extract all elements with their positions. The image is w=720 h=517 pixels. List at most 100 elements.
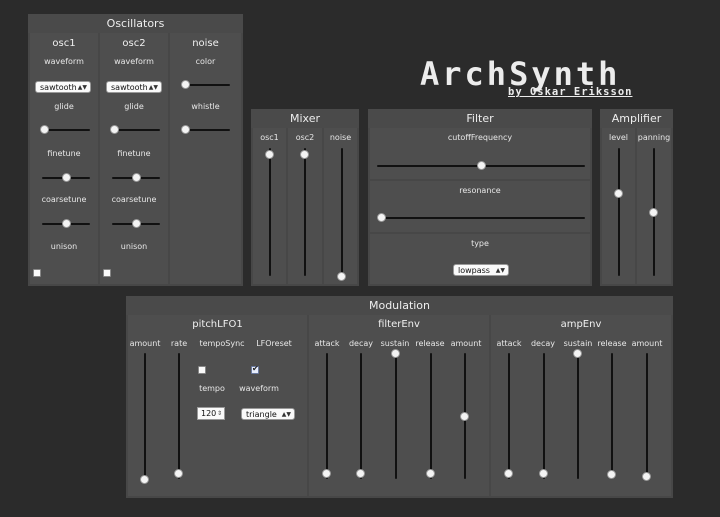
slider-thumb[interactable] xyxy=(174,468,183,478)
app-logo: ArchSynth xyxy=(420,55,621,93)
noise-color-label: color xyxy=(195,57,216,66)
mixer-osc1-slider[interactable] xyxy=(264,148,276,276)
lfo-waveform-label: waveform xyxy=(239,384,279,393)
fenv-decay-label: decay xyxy=(348,339,374,348)
aenv-attack-label: attack xyxy=(496,339,522,348)
slider-thumb[interactable] xyxy=(337,272,346,281)
filter-cutoff-section: cutoffFrequency xyxy=(370,128,590,179)
slider-thumb[interactable] xyxy=(649,208,658,217)
lfo-temposync-label: tempoSync xyxy=(199,339,245,348)
slider-thumb[interactable] xyxy=(265,150,274,160)
osc1-waveform-label: waveform xyxy=(44,57,84,66)
slider-thumb[interactable] xyxy=(477,161,486,170)
osc2-unison-checkbox[interactable] xyxy=(103,269,111,277)
noise-color-slider[interactable] xyxy=(181,79,230,91)
osc1-finetune-label: finetune xyxy=(47,149,81,158)
aenv-release-slider[interactable] xyxy=(606,353,618,479)
ampenv-title: ampEnv xyxy=(560,319,602,330)
osc2-column: osc2 waveform sawtooth▲▼ glide finetune … xyxy=(100,33,168,284)
fenv-sustain-slider[interactable] xyxy=(390,349,402,479)
lfo-amount-slider[interactable] xyxy=(139,353,151,484)
slider-thumb[interactable] xyxy=(460,412,469,421)
amp-level-slider[interactable] xyxy=(613,148,625,276)
slider-thumb[interactable] xyxy=(573,349,582,358)
slider-thumb[interactable] xyxy=(62,219,71,228)
aenv-amount-slider[interactable] xyxy=(641,353,653,482)
slider-thumb[interactable] xyxy=(132,219,141,228)
ampenv-section: ampEnv attack decay sustain release amou… xyxy=(491,315,671,496)
osc1-glide-slider[interactable] xyxy=(40,124,90,136)
osc1-waveform-select[interactable]: sawtooth▲▼ xyxy=(35,81,91,93)
osc1-title: osc1 xyxy=(52,38,76,49)
osc2-finetune-slider[interactable] xyxy=(112,172,160,184)
slider-thumb[interactable] xyxy=(40,125,50,134)
noise-whistle-slider[interactable] xyxy=(181,124,230,136)
amp-level-label: level xyxy=(608,133,629,142)
mixer-title: Mixer xyxy=(251,109,359,128)
mixer-noise-slider[interactable] xyxy=(336,148,348,281)
filter-cutoff-label: cutoffFrequency xyxy=(447,133,513,142)
spinner-icon[interactable]: ⇕ xyxy=(216,410,222,417)
osc2-glide-label: glide xyxy=(124,102,144,111)
slider-thumb[interactable] xyxy=(539,468,548,478)
fenv-release-slider[interactable] xyxy=(425,353,437,479)
slider-thumb[interactable] xyxy=(504,468,513,478)
osc1-waveform-value: sawtooth xyxy=(40,83,77,92)
filter-type-select[interactable]: lowpass▲▼ xyxy=(453,264,509,276)
filter-type-value: lowpass xyxy=(458,266,490,275)
aenv-attack-slider[interactable] xyxy=(503,353,515,479)
mixer-panel: Mixer osc1 osc2 noise xyxy=(251,109,359,286)
mixer-osc2-label: osc2 xyxy=(295,133,315,142)
filter-cutoff-slider[interactable] xyxy=(377,160,585,172)
fenv-amount-slider[interactable] xyxy=(459,353,471,479)
aenv-sustain-slider[interactable] xyxy=(572,349,584,479)
osc2-glide-slider[interactable] xyxy=(110,124,160,136)
mixer-osc1-column: osc1 xyxy=(253,128,286,284)
slider-thumb[interactable] xyxy=(614,188,623,198)
lfo-rate-slider[interactable] xyxy=(173,353,185,479)
filter-panel: Filter cutoffFrequency resonance type lo… xyxy=(368,109,592,286)
slider-thumb[interactable] xyxy=(426,468,435,478)
osc2-waveform-select[interactable]: sawtooth▲▼ xyxy=(106,81,162,93)
fenv-decay-slider[interactable] xyxy=(355,353,367,479)
amplifier-panel: Amplifier level panning xyxy=(600,109,673,286)
lfo-tempo-checkbox[interactable] xyxy=(198,366,206,374)
amp-panning-slider[interactable] xyxy=(648,148,660,276)
slider-thumb[interactable] xyxy=(642,472,651,482)
aenv-sustain-label: sustain xyxy=(563,339,593,348)
fenv-attack-slider[interactable] xyxy=(321,353,333,479)
modulation-title: Modulation xyxy=(126,296,673,315)
osc1-finetune-slider[interactable] xyxy=(42,172,90,184)
amp-level-column: level xyxy=(602,128,635,284)
aenv-decay-slider[interactable] xyxy=(538,353,550,479)
filter-type-label: type xyxy=(471,239,489,248)
osc1-coarsetune-slider[interactable] xyxy=(42,218,90,230)
lfo-tempo-label: tempo xyxy=(199,384,225,393)
slider-thumb[interactable] xyxy=(181,125,190,134)
slider-thumb[interactable] xyxy=(110,125,120,134)
slider-thumb[interactable] xyxy=(356,468,365,478)
osc1-glide-label: glide xyxy=(54,102,74,111)
slider-thumb[interactable] xyxy=(322,468,331,478)
slider-thumb[interactable] xyxy=(181,80,190,89)
aenv-amount-label: amount xyxy=(631,339,663,348)
mixer-noise-column: noise xyxy=(324,128,357,284)
mixer-osc2-slider[interactable] xyxy=(299,148,311,276)
slider-thumb[interactable] xyxy=(377,213,386,222)
osc1-column: osc1 waveform sawtooth▲▼ glide finetune … xyxy=(30,33,98,284)
pitchlfo-section: pitchLFO1 amount rate tempoSync LFOreset… xyxy=(128,315,307,496)
slider-thumb[interactable] xyxy=(62,173,71,182)
filter-resonance-slider[interactable] xyxy=(377,212,585,224)
slider-thumb[interactable] xyxy=(132,173,141,182)
lfo-tempo-input[interactable]: 120⇕ xyxy=(197,407,225,420)
slider-thumb[interactable] xyxy=(140,475,149,484)
osc1-unison-checkbox[interactable] xyxy=(33,269,41,277)
mixer-osc1-label: osc1 xyxy=(260,133,279,142)
slider-thumb[interactable] xyxy=(300,150,309,160)
noise-column: noise color whistle xyxy=(170,33,241,284)
slider-thumb[interactable] xyxy=(391,349,400,358)
lfo-waveform-select[interactable]: triangle▲▼ xyxy=(241,408,295,420)
slider-thumb[interactable] xyxy=(607,469,616,479)
lfo-waveform-checkbox[interactable] xyxy=(251,364,259,374)
osc2-coarsetune-slider[interactable] xyxy=(112,218,160,230)
